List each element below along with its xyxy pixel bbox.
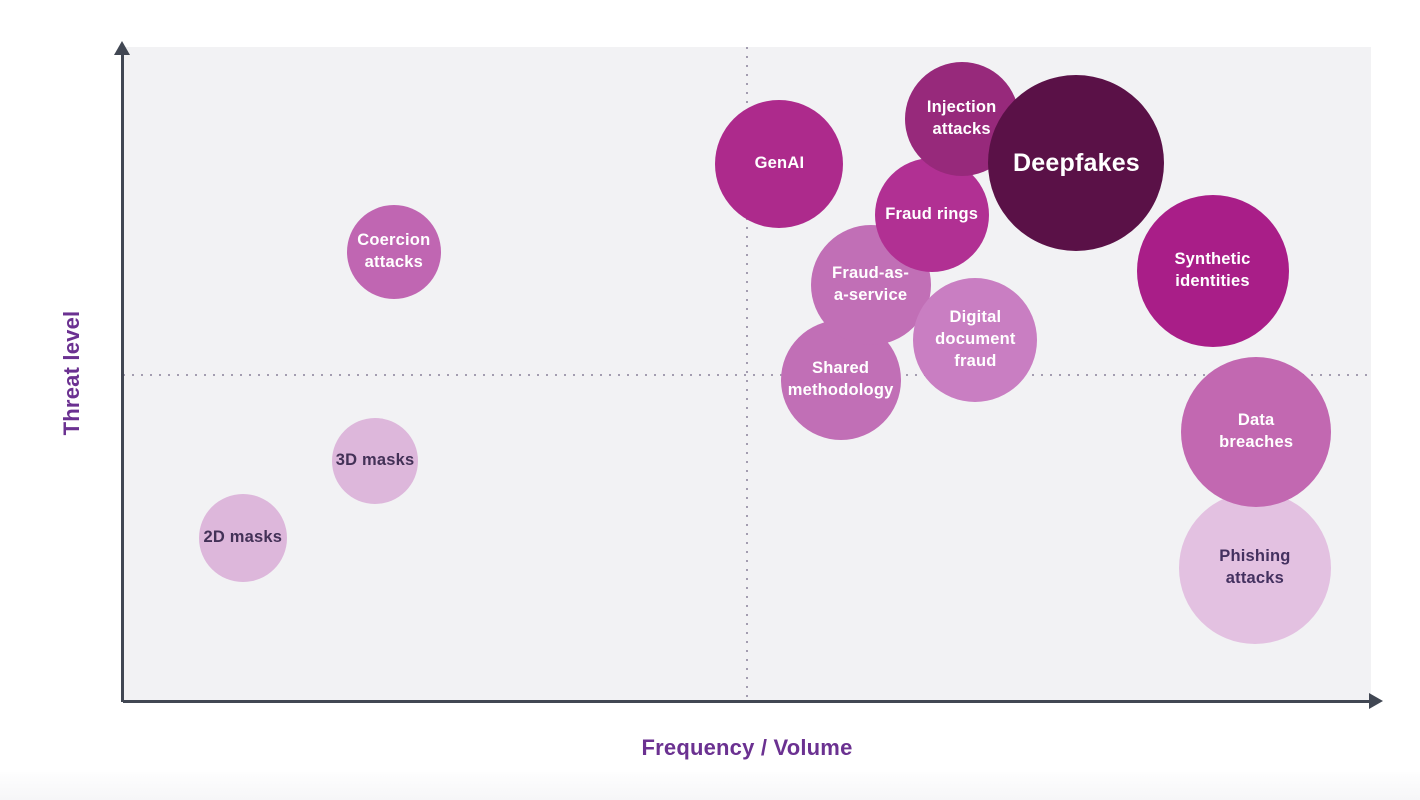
bubble-genai: GenAI — [715, 100, 844, 229]
bubble-label-line: fraud — [954, 351, 997, 370]
bubble-fraud-rings: Fraud rings — [874, 157, 989, 272]
bubble-label-line: 3D masks — [335, 450, 415, 469]
bubble-label-line: a-service — [833, 285, 908, 304]
bubble-label-line: Phishing — [1219, 546, 1291, 565]
bubble-label-line: identities — [1175, 272, 1250, 290]
bubble-synthetic-identities: Synthetic identities — [1136, 195, 1289, 347]
bubble-label-line: attacks — [1225, 568, 1285, 587]
bubble-label-line: document — [935, 329, 1016, 348]
x-axis-label: Frequency / Volume — [641, 735, 853, 760]
bubble-fraud-as-a-service: Fraud-as-a-service — [810, 224, 931, 345]
bubble-digital-document-fraud: Digital document fraud — [913, 277, 1038, 402]
bubble-label-line: breaches — [1219, 433, 1294, 452]
y-axis-arrow-icon — [114, 41, 130, 55]
bubble-label-line: methodology — [787, 380, 894, 399]
x-axis-arrow-icon — [1369, 693, 1383, 709]
bubble-label-line: 2D masks — [203, 528, 283, 547]
bubble-label-line: Data — [1237, 411, 1275, 430]
horizontal-quadrant-divider — [123, 373, 1371, 376]
bubble-label-line: attacks — [364, 253, 423, 271]
y-axis-label: Threat level — [59, 310, 84, 436]
bubble-label-line: Digital — [949, 307, 1002, 326]
bubble-label-line: Deepfakes — [1013, 148, 1140, 177]
bubble-deepfakes: Deepfakes — [988, 74, 1165, 251]
bubble-label-line: Coercion — [357, 231, 431, 250]
bubble-data-breaches: Data breaches — [1181, 357, 1332, 508]
bubble-label-line: Fraud-as- — [832, 263, 910, 282]
bubble-coercion-attacks: Coercion attacks — [346, 205, 441, 299]
bubble-label-line: Synthetic — [1174, 250, 1251, 269]
bubble-phishing-attacks: Phishing attacks — [1178, 491, 1331, 644]
bubble-2d-masks: 2D masks — [198, 494, 287, 583]
bubble-3d-masks: 3D masks — [332, 417, 419, 504]
bubble-label-line: GenAI — [754, 154, 805, 173]
bubble-label-line: attacks — [932, 120, 991, 139]
bubble-label-line: Injection — [926, 98, 997, 117]
bubble-label-line: Fraud rings — [885, 204, 979, 223]
window-bottom-band — [0, 772, 1420, 800]
bubble-label-line: Shared — [812, 358, 870, 377]
x-axis-line — [123, 700, 1373, 703]
y-axis-line — [121, 50, 124, 702]
